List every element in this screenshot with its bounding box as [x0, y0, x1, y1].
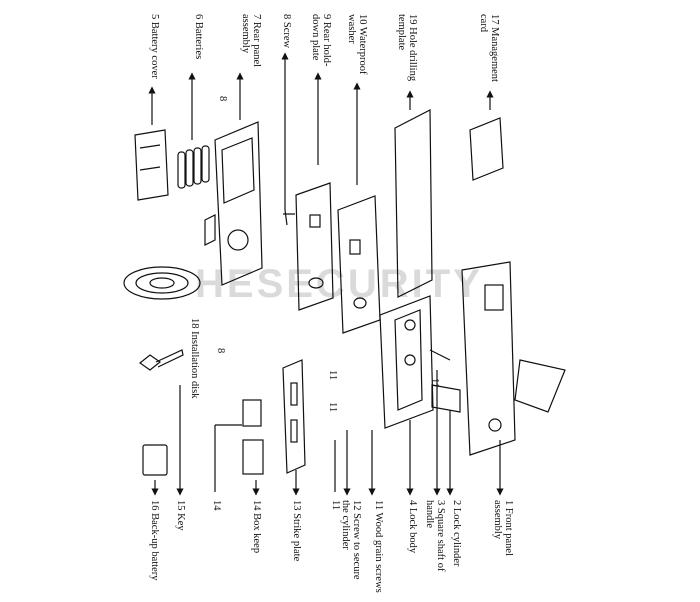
- front-panel: [461, 261, 566, 456]
- label-wood-screws: 11 Wood grain screws: [373, 500, 384, 593]
- installation-disk: [123, 266, 201, 300]
- key: [138, 349, 184, 371]
- label-rear-hold-down: 9 Rear hold-down plate: [310, 14, 332, 67]
- label-backup-battery: 16 Back-up battery: [149, 500, 160, 581]
- screw: [283, 209, 295, 226]
- label-8-mid: 8: [215, 348, 226, 354]
- label-8-top: 8: [217, 96, 228, 102]
- strike-plate: [282, 359, 306, 474]
- label-installation-disk: 18 Installation disk: [189, 318, 200, 399]
- top-leaders: [148, 52, 494, 210]
- rear-hold-down-plate: [295, 182, 334, 311]
- lock-cylinder: [429, 349, 461, 413]
- waterproof-washer: [337, 195, 381, 334]
- label-screw: 8 Screw: [281, 14, 292, 49]
- label-box-keep: 14 Box keep: [251, 500, 262, 554]
- label-lock-cylinder: 2 Lock cylinder: [451, 500, 462, 567]
- bottom-leaders: [151, 370, 504, 496]
- batteries: [177, 145, 210, 189]
- label-lock-body: 4 Lock body: [407, 500, 418, 554]
- rear-panel: [204, 121, 263, 286]
- battery-cover: [134, 129, 169, 201]
- label-strike-plate: 13 Strike plate: [291, 500, 302, 562]
- label-11-b: 11: [327, 402, 338, 413]
- label-key: 15 Key: [175, 500, 186, 531]
- label-14: 14: [211, 500, 222, 511]
- lock-body: [379, 295, 434, 429]
- hole-drilling-template: [394, 109, 433, 298]
- backup-battery: [142, 444, 168, 476]
- box-keeps: [242, 399, 264, 475]
- management-card: [469, 117, 504, 181]
- label-batteries: 6 Batteries: [193, 14, 204, 60]
- label-battery-cover: 5 Battery cover: [149, 14, 160, 79]
- label-11-c: 11: [429, 378, 440, 389]
- label-11-a: 11: [327, 370, 338, 381]
